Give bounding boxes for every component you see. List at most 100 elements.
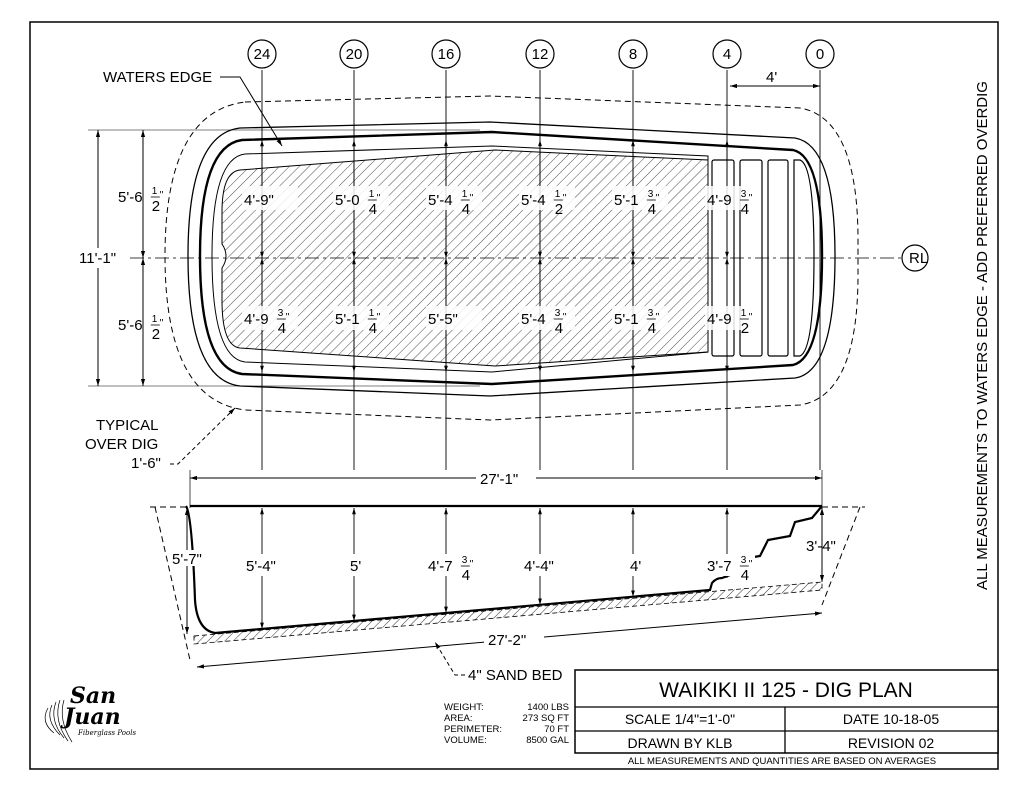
svg-text:WEIGHT:: WEIGHT: bbox=[444, 702, 484, 713]
svg-text:2: 2 bbox=[741, 320, 749, 337]
station-bubble-8 bbox=[618, 39, 648, 69]
svg-text:4'-7: 4'-7 bbox=[428, 558, 453, 575]
svg-text:3: 3 bbox=[741, 555, 747, 566]
svg-text:4: 4 bbox=[278, 320, 286, 337]
depth-dim-3: 4'-4" bbox=[524, 558, 554, 575]
depth-dim-4: 4' bbox=[630, 558, 641, 575]
svg-text:3: 3 bbox=[741, 189, 747, 200]
svg-text:4: 4 bbox=[648, 201, 656, 218]
svg-text:1: 1 bbox=[152, 314, 158, 325]
svg-text:": " bbox=[656, 312, 660, 323]
pool-outer-edge bbox=[187, 121, 836, 397]
overall-length-label: 27'-1" bbox=[480, 471, 518, 488]
station-bubble-4 bbox=[712, 39, 742, 69]
station-bubble-0 bbox=[805, 39, 835, 69]
svg-text:5'-1: 5'-1 bbox=[614, 311, 639, 328]
svg-text:5'-5": 5'-5" bbox=[428, 311, 458, 328]
svg-text:3: 3 bbox=[555, 308, 561, 319]
waters-edge-line bbox=[198, 130, 824, 386]
svg-text:3'-7: 3'-7 bbox=[707, 558, 732, 575]
svg-text:1: 1 bbox=[741, 308, 747, 319]
svg-text:5': 5' bbox=[350, 558, 361, 575]
svg-text:VOLUME:: VOLUME: bbox=[444, 735, 487, 746]
svg-text:5'-6: 5'-6 bbox=[118, 189, 143, 206]
station-label-0: 0 bbox=[816, 46, 824, 63]
svg-text:1: 1 bbox=[369, 308, 375, 319]
svg-text:8500 GAL: 8500 GAL bbox=[526, 735, 569, 746]
svg-text:4'-9: 4'-9 bbox=[707, 192, 732, 209]
side-note: ALL MEASUREMENTS TO WATERS EDGE - ADD PR… bbox=[974, 81, 991, 590]
svg-text:4: 4 bbox=[462, 567, 470, 584]
svg-text:4'-9: 4'-9 bbox=[707, 311, 732, 328]
date-label: DATE 10-18-05 bbox=[843, 711, 939, 727]
svg-text:": " bbox=[377, 312, 381, 323]
svg-text:4'-9: 4'-9 bbox=[244, 311, 269, 328]
svg-text:5'-1: 5'-1 bbox=[335, 311, 360, 328]
svg-text:5'-4": 5'-4" bbox=[246, 558, 276, 575]
svg-text:70 FT: 70 FT bbox=[544, 724, 569, 735]
svg-text:273 SQ FT: 273 SQ FT bbox=[523, 713, 570, 724]
over-dig-label: OVER DIG bbox=[85, 436, 158, 453]
svg-text:5'-0: 5'-0 bbox=[335, 192, 360, 209]
station-label-20: 20 bbox=[346, 46, 363, 63]
svg-text:Fiberglass Pools: Fiberglass Pools bbox=[77, 729, 136, 737]
sand-bed-label: 4" SAND BED bbox=[468, 667, 563, 684]
svg-text:2: 2 bbox=[555, 201, 563, 218]
bottom-length-label: 27'-2" bbox=[488, 632, 526, 649]
station-bubble-24 bbox=[247, 39, 277, 69]
san-juan-logo: San Juan Fiberglass Pools bbox=[44, 683, 136, 743]
drawn-by-label: DRAWN BY KLB bbox=[627, 735, 732, 751]
svg-text:5'-4: 5'-4 bbox=[428, 192, 453, 209]
plan-bottom-dim-2: 5'-5" bbox=[428, 311, 458, 328]
revision-label: REVISION 02 bbox=[848, 735, 935, 751]
footnote: ALL MEASUREMENTS AND QUANTITIES ARE BASE… bbox=[628, 756, 936, 767]
svg-text:4: 4 bbox=[555, 320, 563, 337]
overall-width-label: 11'-1" bbox=[79, 250, 116, 267]
station-label-24: 24 bbox=[254, 46, 271, 63]
svg-text:AREA:: AREA: bbox=[444, 713, 473, 724]
overdig-outline bbox=[164, 95, 859, 421]
svg-text:1: 1 bbox=[462, 189, 468, 200]
svg-text:": " bbox=[656, 193, 660, 204]
over-dig-dim-label: 1'-6" bbox=[131, 455, 161, 472]
depth-dim-1: 5' bbox=[350, 558, 361, 575]
station-bubble-20 bbox=[339, 39, 369, 69]
svg-text:4': 4' bbox=[630, 558, 641, 575]
svg-text:4: 4 bbox=[462, 201, 470, 218]
svg-text:1: 1 bbox=[152, 186, 158, 197]
svg-text:4: 4 bbox=[369, 201, 377, 218]
svg-text:5'-6: 5'-6 bbox=[118, 317, 143, 334]
svg-text:PERIMETER:: PERIMETER: bbox=[444, 724, 502, 735]
svg-text:3: 3 bbox=[278, 308, 284, 319]
pool-bench-line bbox=[211, 145, 709, 373]
station-label-16: 16 bbox=[438, 46, 455, 63]
station-bubble-16 bbox=[431, 39, 461, 69]
svg-text:4: 4 bbox=[648, 320, 656, 337]
svg-text:": " bbox=[749, 193, 753, 204]
svg-text:": " bbox=[749, 312, 753, 323]
deep-end-overall-label: 5'-7" bbox=[172, 551, 202, 568]
svg-text:4: 4 bbox=[369, 320, 377, 337]
svg-text:": " bbox=[160, 318, 164, 329]
station-spacing-label: 4' bbox=[766, 69, 777, 86]
svg-text:Juan: Juan bbox=[60, 704, 121, 730]
centerline-symbol bbox=[901, 244, 929, 272]
station-label-4: 4 bbox=[723, 46, 731, 63]
svg-text:2: 2 bbox=[152, 198, 160, 215]
